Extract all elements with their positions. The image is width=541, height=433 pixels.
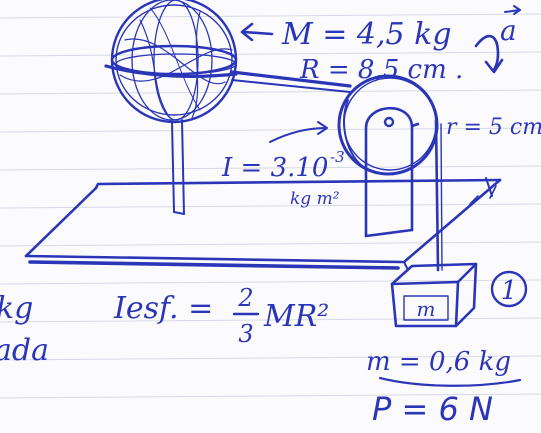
label-block-mass: m = 0,6 kg <box>366 347 511 377</box>
sphere <box>110 0 238 124</box>
ruled-lines <box>0 13 541 399</box>
arrow-to-sphere <box>240 22 274 42</box>
block-label: m <box>417 297 436 321</box>
label-inertia-exponent: -3 <box>330 148 345 166</box>
pulley-support <box>364 106 420 238</box>
circled-number-text: 1 <box>501 276 518 306</box>
hanging-block <box>390 262 478 328</box>
sphere-stand <box>171 119 185 215</box>
label-acceleration: a <box>500 14 517 47</box>
mass-underline <box>378 376 522 387</box>
label-pulley-radius: r = 5 cm <box>446 115 541 140</box>
label-inertia-unit: kg m² <box>290 189 340 209</box>
inertia-label: I = 3.10 -3 kg m² <box>221 148 345 209</box>
left-fragment-bottom: ada <box>0 333 49 368</box>
circled-number-1: 1 <box>490 270 528 308</box>
string-horizontal <box>104 64 352 93</box>
inertia-arrow <box>269 121 328 143</box>
label-inertia: I = 3.10 <box>221 153 328 183</box>
formula-rhs: MR² <box>263 299 329 334</box>
label-radius-R: R = 8,5 cm . <box>299 55 463 85</box>
table <box>24 177 502 271</box>
left-fragment-top: kg <box>0 291 33 326</box>
formula-denominator: 3 <box>238 320 253 348</box>
formula-numerator: 2 <box>237 284 253 312</box>
acceleration-arrow <box>474 5 521 74</box>
formula-lhs: Iesf. = <box>113 291 213 326</box>
sphere-inertia-formula: Iesf. = 2 3 MR² <box>113 284 329 348</box>
string-vertical <box>434 118 443 272</box>
label-mass-M: M = 4,5 kg <box>281 17 452 52</box>
label-weight: P = 6 N <box>372 390 493 428</box>
